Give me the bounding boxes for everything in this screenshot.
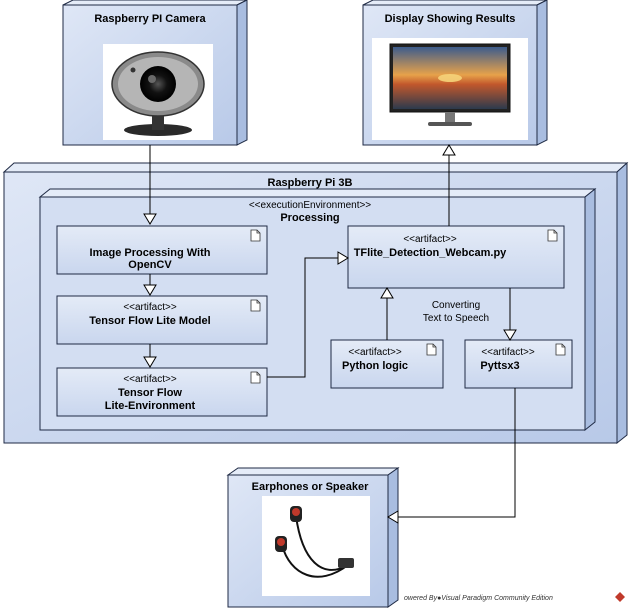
artifact-icon [250, 371, 261, 384]
arrowhead [442, 144, 456, 156]
artifact-tflite-environment-stereotype: <<artifact>> [123, 374, 177, 385]
artifact-tflite-model-stereotype: <<artifact>> [123, 302, 177, 313]
processing-stereotype: <<executionEnvironment>> [249, 200, 371, 211]
artifact-tflite-environment-line1: Tensor Flow [118, 387, 182, 399]
artifact-pyttsx3-stereotype: <<artifact>> [481, 347, 535, 358]
artifact-tflite-model[interactable]: <<artifact>> Tensor Flow Lite Model [56, 295, 268, 345]
artifact-icon [426, 343, 437, 356]
artifact-pyttsx3[interactable]: <<artifact>> Pyttsx3 [464, 339, 573, 389]
earphones-node-title: Earphones or Speaker [252, 481, 369, 493]
arrowhead [387, 510, 399, 524]
connectors [143, 144, 517, 524]
arrowhead [143, 213, 157, 225]
artifact-icon [547, 229, 558, 242]
earphones-image [262, 496, 370, 596]
webcam-image [103, 44, 213, 140]
artifact-tflite-environment-line2: Lite-Environment [105, 400, 196, 412]
artifact-detection-script[interactable]: <<artifact>> TFlite_Detection_Webcam.py [347, 225, 565, 289]
edge-environment-to-detection [267, 257, 346, 378]
display-node-title: Display Showing Results [385, 13, 516, 25]
edge-label-text-to-speech: Text to Speech [423, 313, 489, 324]
artifact-detection-script-line1: TFlite_Detection_Webcam.py [354, 247, 507, 259]
arrowhead [503, 329, 517, 341]
raspberry-pi-node-title: Raspberry Pi 3B [268, 177, 353, 189]
monitor-image [372, 38, 528, 140]
earphones-node[interactable]: Earphones or Speaker [226, 467, 400, 608]
artifact-pyttsx3-line1: Pyttsx3 [480, 360, 519, 372]
edge-pyttsx3-to-earphones [390, 388, 516, 518]
arrowhead [380, 287, 394, 299]
artifact-icon [555, 343, 566, 356]
visual-paradigm-logo-icon [615, 592, 625, 602]
edge-label-converting: Converting [432, 300, 480, 311]
artifact-image-processing[interactable]: Image Processing With OpenCV [56, 225, 268, 275]
artifact-icon [250, 229, 261, 242]
artifact-python-logic-stereotype: <<artifact>> [348, 347, 402, 358]
artifact-image-processing-line1: Image Processing With [90, 247, 211, 259]
camera-node-title: Raspberry PI Camera [94, 13, 206, 25]
display-node[interactable]: Display Showing Results [362, 0, 548, 146]
footer-watermark: owered By●Visual Paradigm Community Edit… [404, 595, 553, 602]
camera-node[interactable]: Raspberry PI Camera [62, 0, 248, 146]
arrowhead [337, 251, 349, 265]
artifact-detection-script-stereotype: <<artifact>> [403, 234, 457, 245]
processing-title: Processing [280, 212, 339, 224]
artifact-image-processing-line2: OpenCV [128, 259, 172, 271]
artifact-icon [250, 299, 261, 312]
arrowhead [143, 356, 157, 368]
artifact-python-logic-line1: Python logic [342, 360, 408, 372]
artifact-tflite-model-line1: Tensor Flow Lite Model [89, 315, 210, 327]
artifact-tflite-environment[interactable]: <<artifact>> Tensor Flow Lite-Environmen… [56, 367, 268, 417]
arrowhead [143, 284, 157, 296]
artifact-python-logic[interactable]: <<artifact>> Python logic [330, 339, 444, 389]
